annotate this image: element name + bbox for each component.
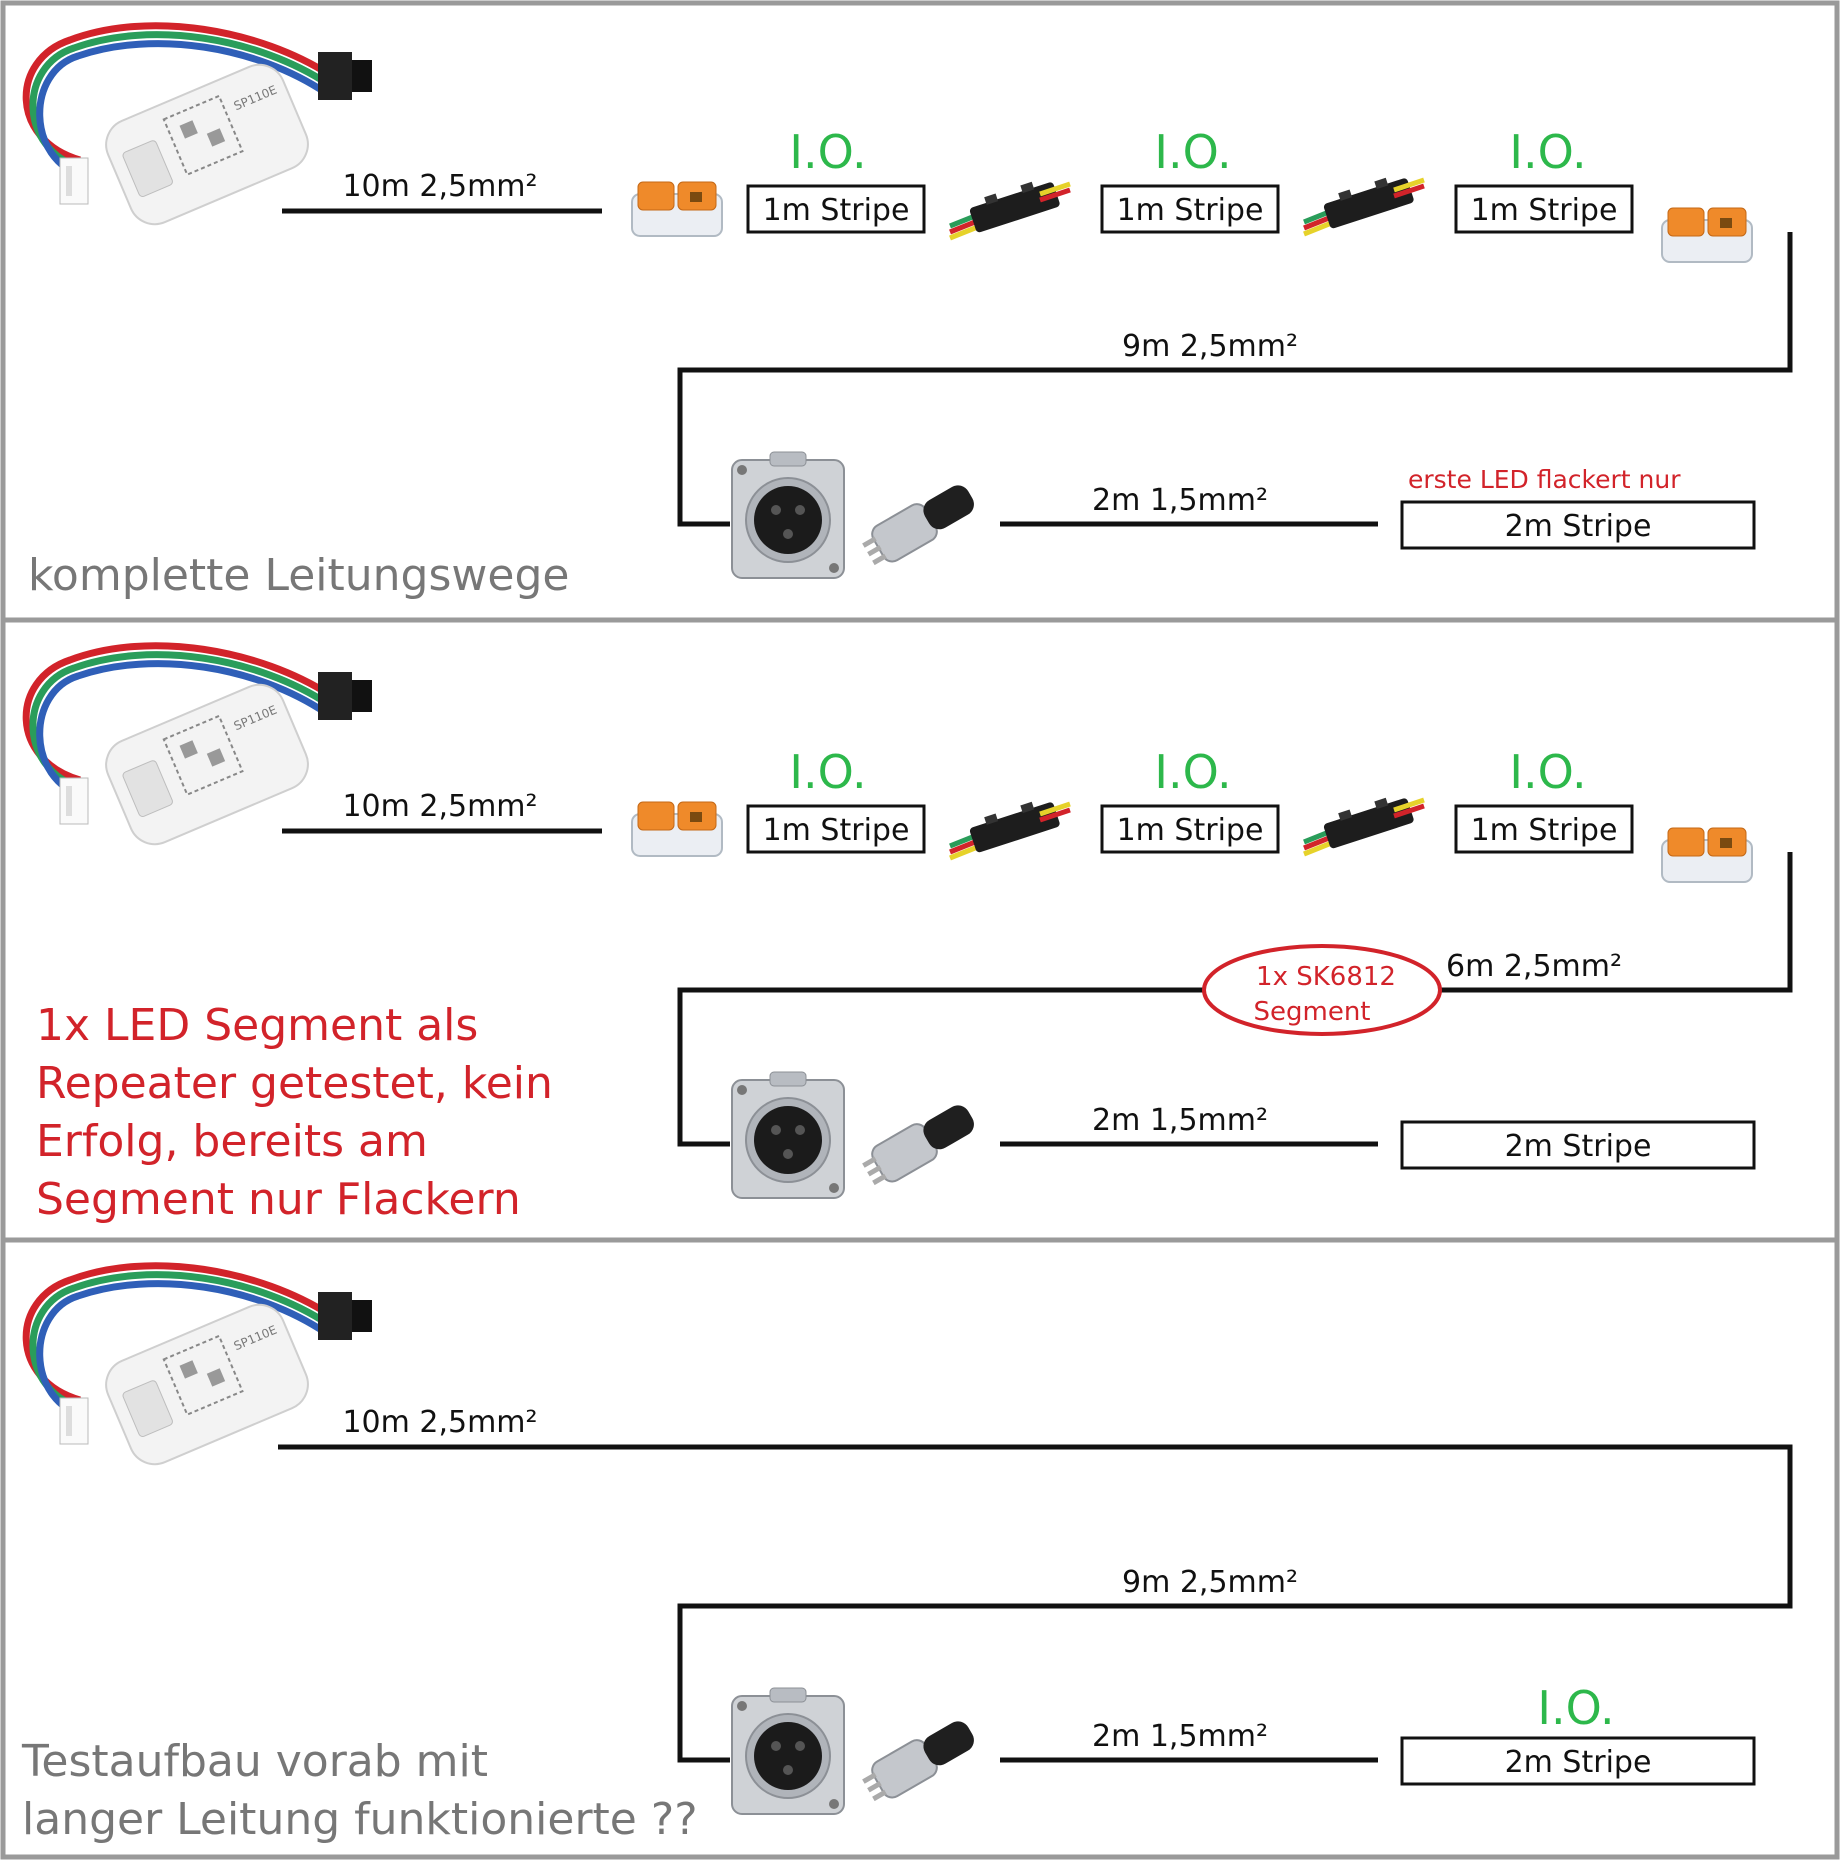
stripe-label: 2m Stripe xyxy=(1505,1129,1652,1164)
lever-terminal-icon xyxy=(631,801,723,857)
stripe-label: 2m Stripe xyxy=(1505,1745,1652,1780)
io-label: I.O. xyxy=(1154,745,1231,799)
panel-caption-line: 1x LED Segment als xyxy=(36,1000,478,1051)
xlr-male-plug-icon xyxy=(857,476,982,573)
io-label: I.O. xyxy=(789,125,866,179)
io-label: I.O. xyxy=(1154,125,1231,179)
lever-terminal-icon xyxy=(631,181,723,237)
cable-label: 2m 1,5mm² xyxy=(1092,483,1268,518)
lever-terminal-icon xyxy=(1661,207,1753,263)
io-label: I.O. xyxy=(1509,745,1586,799)
panel-caption-line: langer Leitung funktionierte ?? xyxy=(22,1794,698,1845)
panel-caption-line: Repeater getestet, kein xyxy=(36,1058,553,1109)
xlr-male-plug-icon xyxy=(857,1712,982,1809)
strip-clip-connector-icon xyxy=(1304,172,1424,234)
stripe-box xyxy=(1454,184,1634,234)
segment-label-line1: 1x SK6812 xyxy=(1256,962,1396,992)
stripe-box xyxy=(1100,184,1280,234)
cable-label: 10m 2,5mm² xyxy=(342,789,537,824)
stripe-label: 2m Stripe xyxy=(1505,509,1652,544)
stripe-label: 1m Stripe xyxy=(763,193,910,228)
cable-return xyxy=(677,232,1793,527)
led-controller-icon xyxy=(26,26,372,233)
io-label: I.O. xyxy=(1509,125,1586,179)
stripe-box xyxy=(746,804,926,854)
stripe-label: 1m Stripe xyxy=(763,813,910,848)
panel-caption-line: Erfolg, bereits am xyxy=(36,1116,428,1167)
segment-label-line2: Segment xyxy=(1254,997,1371,1027)
cable-label: 9m 2,5mm² xyxy=(1122,329,1298,364)
led-controller-icon xyxy=(26,1266,372,1473)
stripe-box xyxy=(1400,500,1756,550)
cable-label: 6m 2,5mm² xyxy=(1446,949,1622,984)
panel-3: 10m 2,5mm² 9m 2,5mm² 2m 1,5mm² I.O. 2m S… xyxy=(21,1266,1793,1845)
stripe-label: 1m Stripe xyxy=(1471,193,1618,228)
cable-label: 9m 2,5mm² xyxy=(1122,1565,1298,1600)
strip-clip-connector-icon xyxy=(1304,792,1424,854)
xlr-female-socket-icon xyxy=(731,1071,845,1199)
panel-1: 10m 2,5mm² I.O. 1m Stripe I.O. 1m Stripe… xyxy=(26,26,1793,601)
stripe-box xyxy=(1400,1736,1756,1786)
cable-label: 10m 2,5mm² xyxy=(342,169,537,204)
xlr-female-socket-icon xyxy=(731,451,845,579)
cable-run xyxy=(278,1444,1793,1763)
cable-label: 10m 2,5mm² xyxy=(342,1405,537,1440)
panel-caption-line: Testaufbau vorab mit xyxy=(21,1736,488,1787)
xlr-female-socket-icon xyxy=(731,1687,845,1815)
panel-caption-line: Segment nur Flackern xyxy=(36,1174,521,1225)
panel-caption: komplette Leitungswege xyxy=(28,550,569,601)
stripe-box xyxy=(1454,804,1634,854)
cable-label: 2m 1,5mm² xyxy=(1092,1719,1268,1754)
stripe-box xyxy=(1400,1120,1756,1170)
stripe-label: 1m Stripe xyxy=(1117,813,1264,848)
led-controller-icon xyxy=(26,646,372,853)
lever-terminal-icon xyxy=(1661,827,1753,883)
strip-clip-connector-icon xyxy=(950,176,1070,238)
io-label: I.O. xyxy=(789,745,866,799)
segment-highlight xyxy=(1202,944,1442,1036)
strip-clip-connector-icon xyxy=(950,796,1070,858)
cable-return xyxy=(677,852,1793,1147)
stripe-box xyxy=(746,184,926,234)
stripe-label: 1m Stripe xyxy=(1471,813,1618,848)
cable-label: 2m 1,5mm² xyxy=(1092,1103,1268,1138)
stripe-label: 1m Stripe xyxy=(1117,193,1264,228)
io-label: I.O. xyxy=(1537,1681,1614,1735)
flicker-note: erste LED flackert nur xyxy=(1408,465,1681,494)
xlr-male-plug-icon xyxy=(857,1096,982,1193)
stripe-box xyxy=(1100,804,1280,854)
panel-2: 10m 2,5mm² I.O. 1m Stripe I.O. 1m Stripe… xyxy=(26,646,1793,1225)
